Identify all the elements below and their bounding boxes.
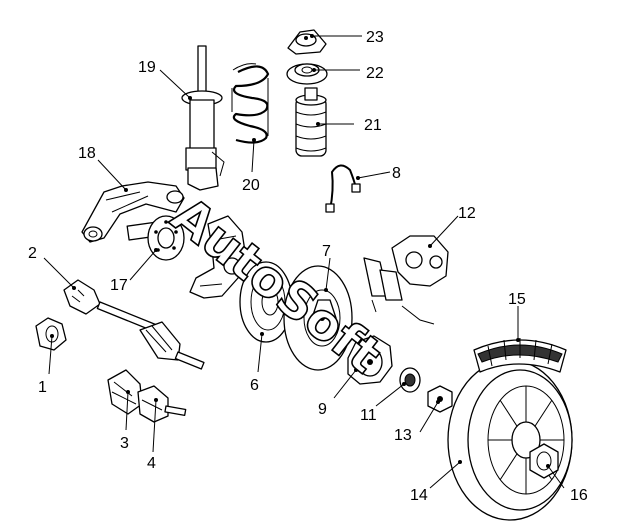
- callout-19: 19: [138, 59, 156, 76]
- callout-18: 18: [78, 145, 96, 162]
- part-7-brake-disc: [283, 265, 353, 371]
- callout-13: 13: [394, 427, 412, 444]
- callout-12: 12: [458, 205, 476, 222]
- callout-22: 22: [366, 65, 384, 82]
- callout-labels: 1 2 3 4 6 7 8 9 11 12 13 14 15 16 17 18 …: [28, 29, 588, 504]
- callout-8: 8: [392, 165, 401, 182]
- leader-lines: [43, 34, 565, 489]
- part-4-boot: [137, 385, 187, 423]
- part-9-wheel-hub: [347, 335, 393, 385]
- callout-4: 4: [147, 455, 156, 472]
- steering-knuckle: [189, 215, 247, 299]
- part-11-bearing: [399, 367, 421, 393]
- callout-9: 9: [318, 401, 327, 418]
- part-15-brake-shoe: [473, 338, 567, 373]
- part-18-control-arm: [81, 181, 185, 243]
- callout-1: 1: [38, 379, 47, 396]
- part-20-coil-spring: [231, 63, 270, 144]
- part-13-hub-nut: [427, 385, 453, 413]
- part-16-hub-cap: [529, 443, 559, 479]
- part-1-cv-bush: [35, 317, 67, 351]
- part-22-spring-seat: [286, 63, 328, 85]
- callout-6: 6: [250, 377, 259, 394]
- part-8-brake-hose: [325, 164, 361, 213]
- callout-16: 16: [570, 487, 588, 504]
- part-2-drive-shaft: [63, 279, 205, 370]
- callout-3: 3: [120, 435, 129, 452]
- brake-pads: [363, 257, 435, 325]
- callout-17: 17: [110, 277, 128, 294]
- part-12-caliper: [391, 235, 449, 287]
- part-3-boot: [107, 369, 143, 415]
- callout-7: 7: [322, 243, 331, 260]
- callout-20: 20: [242, 177, 260, 194]
- part-19-strut: [181, 45, 225, 191]
- part-14-brake-drum: [447, 359, 573, 521]
- part-23-top-mount: [287, 29, 327, 55]
- callout-15: 15: [508, 291, 526, 308]
- callout-23: 23: [366, 29, 384, 46]
- callout-2: 2: [28, 245, 37, 262]
- callout-14: 14: [410, 487, 428, 504]
- callout-11: 11: [360, 407, 377, 424]
- part-21-boot: [295, 87, 327, 157]
- callout-21: 21: [364, 117, 382, 134]
